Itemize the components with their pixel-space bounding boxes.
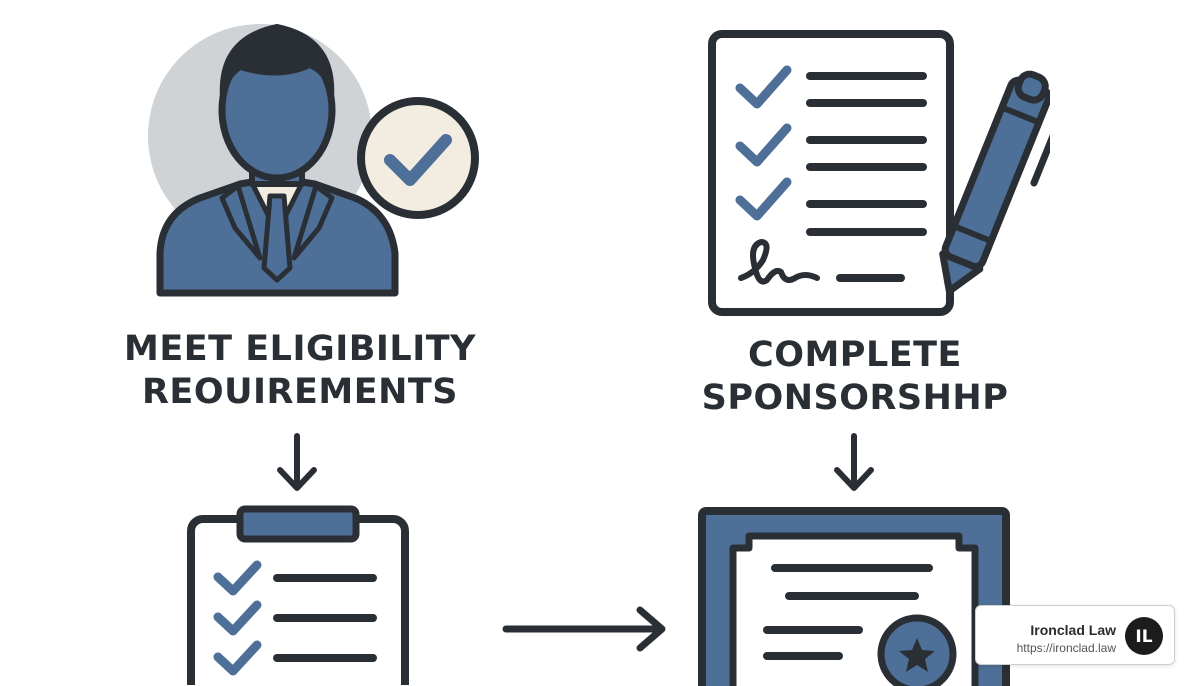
down-arrow-icon xyxy=(834,433,874,491)
step-label-line: REOUIREMENTS xyxy=(141,371,459,412)
badge-logo-text: IL xyxy=(1135,627,1152,647)
step-label-eligibility: MEET ELIGIBILITY REOUIREMENTS xyxy=(90,328,510,413)
down-arrow-icon xyxy=(277,433,317,491)
signed-checklist-pen-icon xyxy=(708,30,1050,316)
badge-name: Ironclad Law xyxy=(1030,622,1116,638)
businessman-check-icon xyxy=(148,24,479,297)
right-arrow-icon xyxy=(502,606,666,652)
badge-url[interactable]: https://ironclad.law xyxy=(1016,641,1116,655)
clipboard-checklist-icon xyxy=(187,505,409,685)
certificate-seal-icon xyxy=(698,507,1010,686)
ironclad-law-logo-icon: IL xyxy=(1125,617,1163,655)
ironclad-law-badge[interactable]: Ironclad Law https://ironclad.law IL xyxy=(975,605,1175,665)
step-label-line: SPONSORSHHP xyxy=(701,377,1009,418)
step-label-sponsorship: COMPLETE SPONSORSHHP xyxy=(660,334,1050,419)
step-label-line: MEET ELIGIBILITY xyxy=(124,329,476,369)
step-label-line: COMPLETE xyxy=(748,335,962,375)
